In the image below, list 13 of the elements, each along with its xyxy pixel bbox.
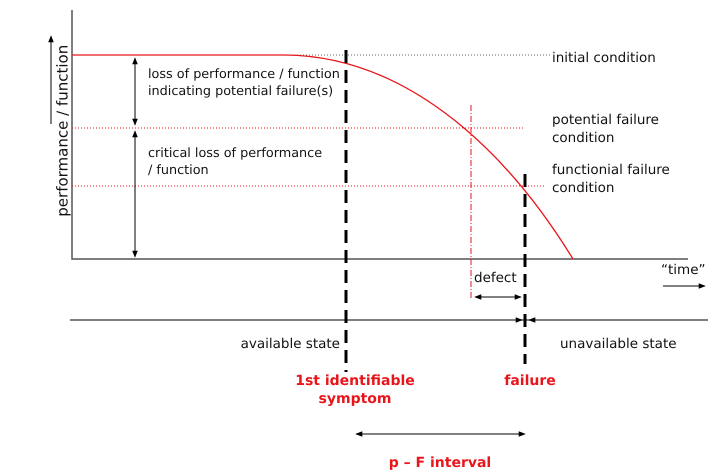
condition-label: initial condition — [552, 50, 657, 68]
annotation: loss of performance / function indicating potential failure(s) — [148, 67, 341, 100]
interval-label: defect — [474, 270, 518, 288]
axis-title: “time” — [661, 262, 706, 280]
condition-label: functionial failure condition — [552, 162, 671, 198]
state-label: unavailable state — [560, 336, 678, 354]
state-label: available state — [240, 336, 340, 354]
interval-label: p – F interval — [388, 454, 492, 472]
annotation: critical loss of performance / function — [148, 146, 323, 180]
event-label: 1st identifiable symptom — [294, 372, 416, 408]
condition-label: potential failure condition — [552, 112, 660, 148]
event-label: failure — [503, 372, 557, 390]
axis-title: performance / function — [53, 44, 72, 219]
